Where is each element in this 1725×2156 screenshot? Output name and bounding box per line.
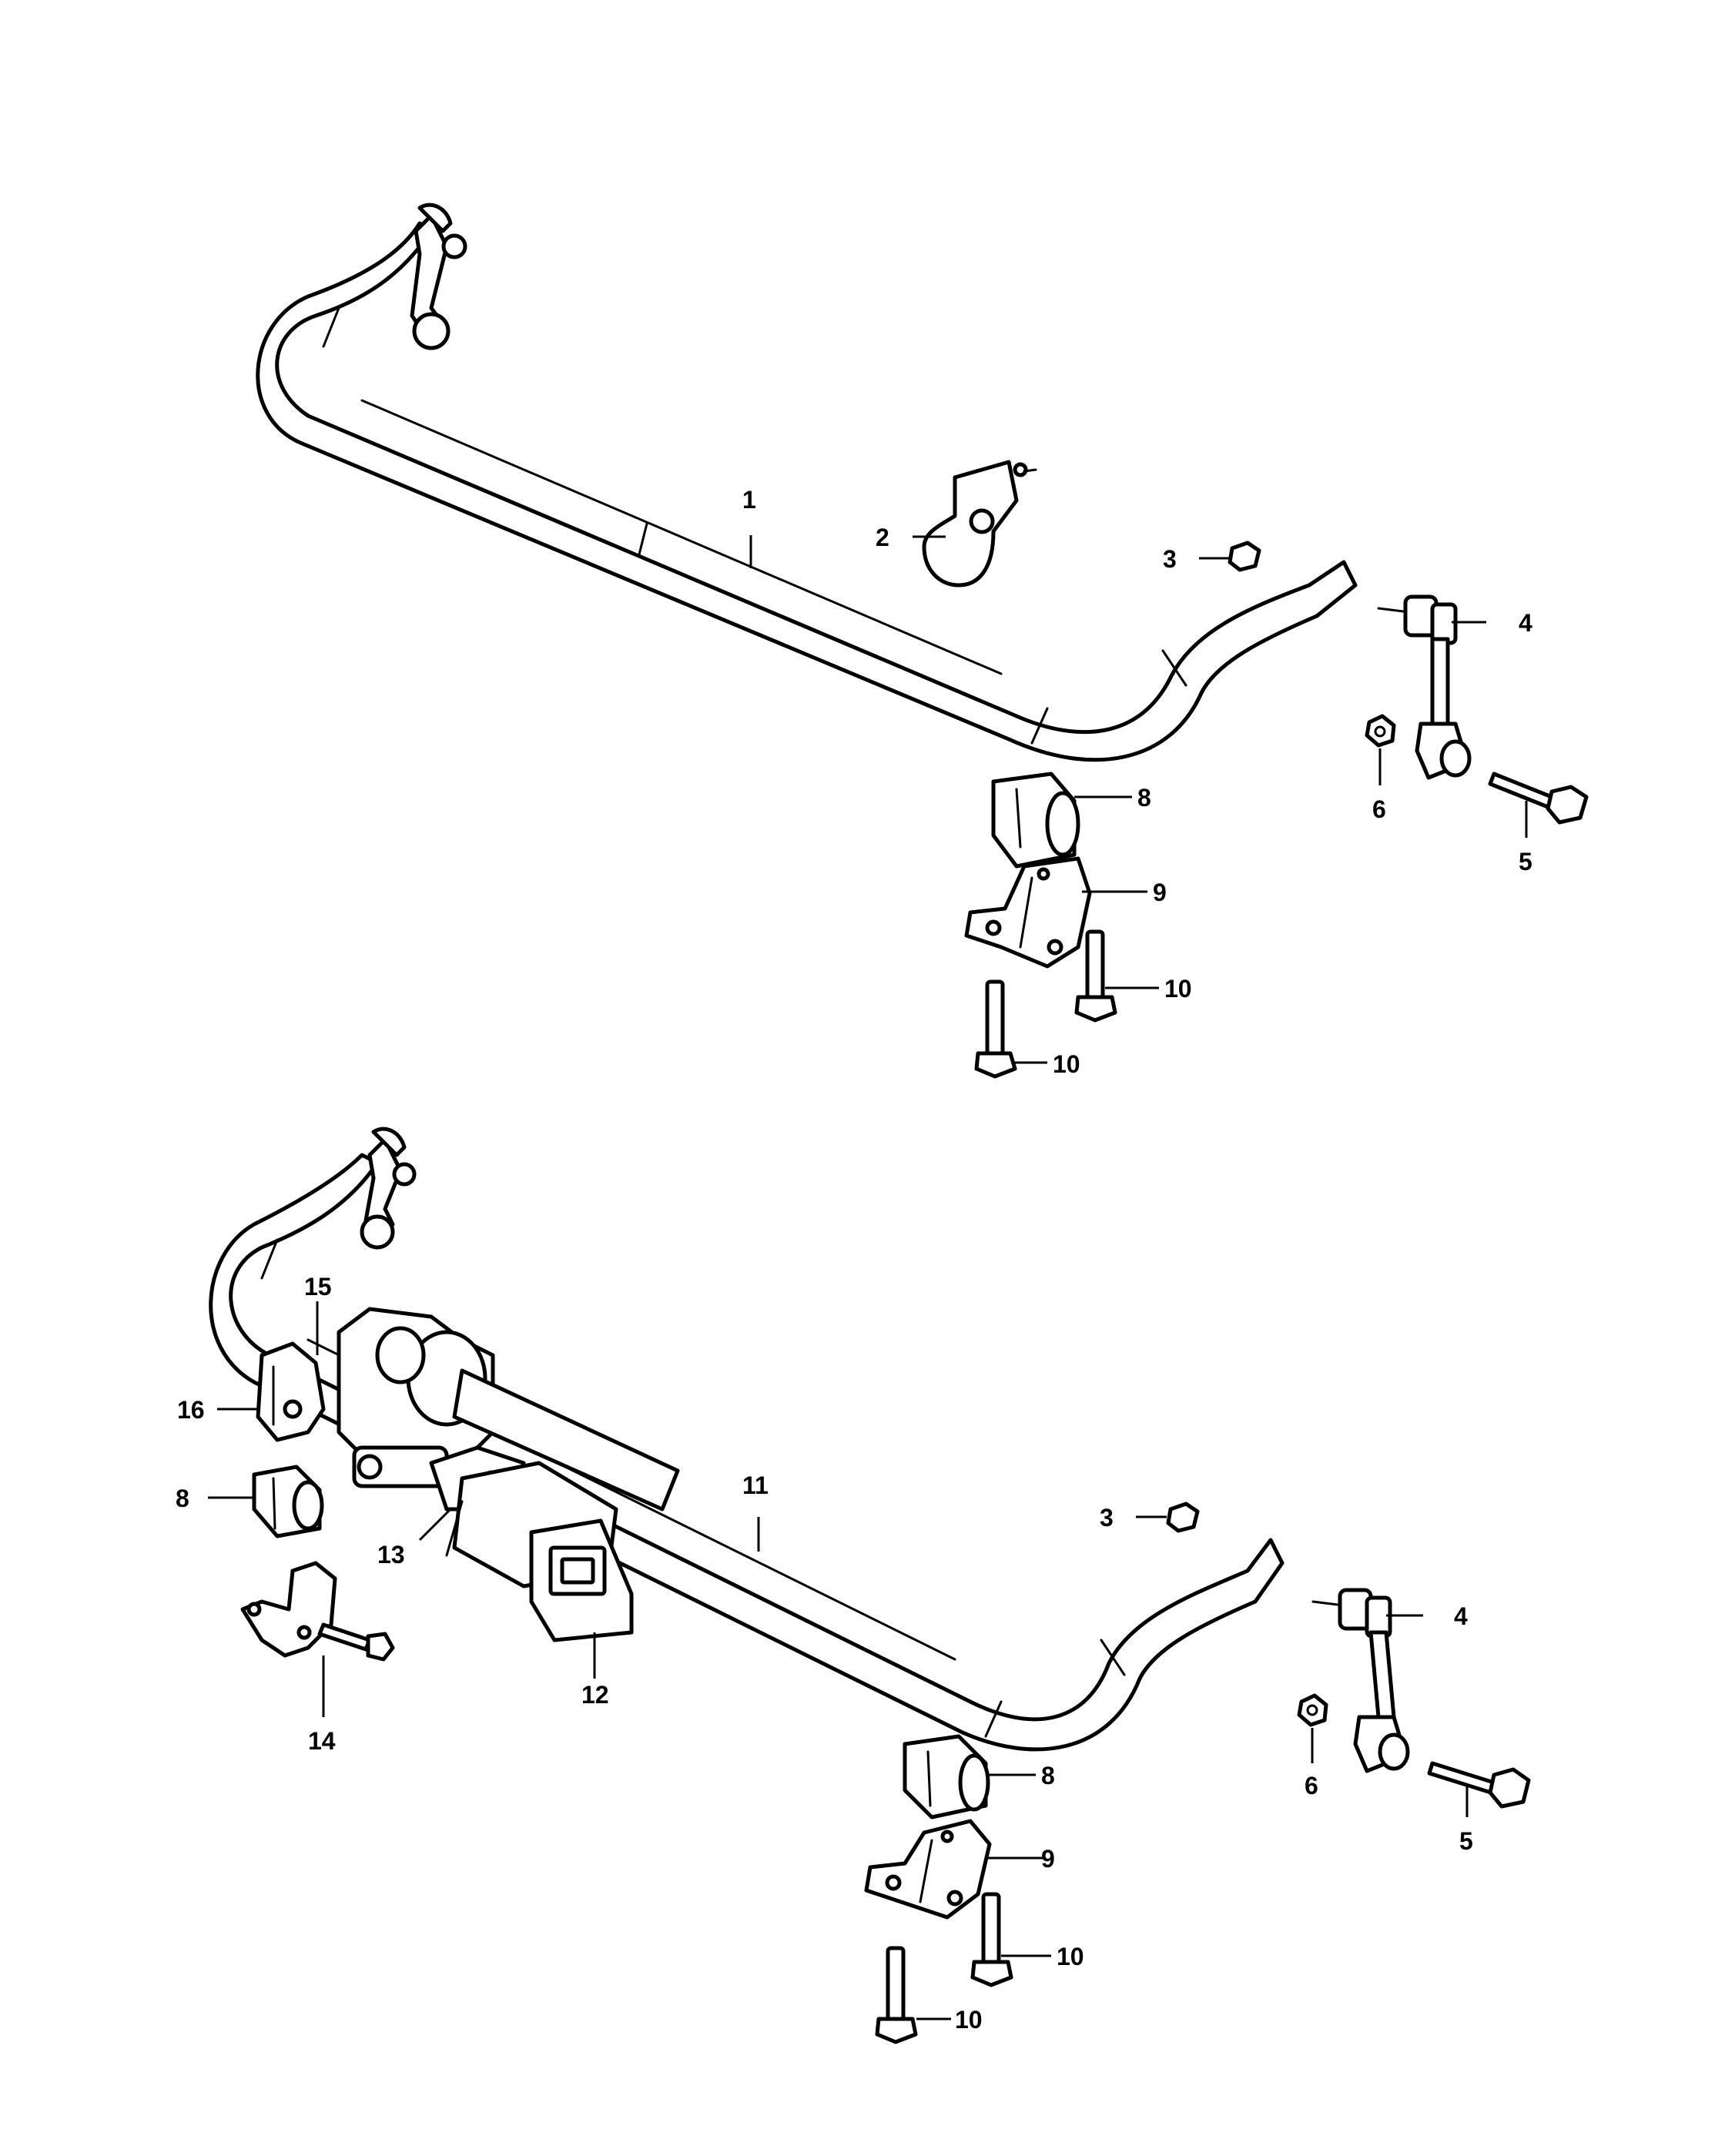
callout-14: 14 (308, 1727, 336, 1755)
bottom-assembly: 11 3 4 5 6 8 8 9 10 10 12 13 14 15 16 (176, 1127, 1531, 2044)
callout-10d: 10 (955, 2006, 983, 2034)
callout-15: 15 (304, 1273, 332, 1301)
bushing-part-8-bottom-left (252, 1465, 324, 1538)
bracket-part-14 (240, 1561, 395, 1662)
bolt-part-10-bottom-b (875, 1946, 918, 2044)
callout-4b: 4 (1454, 1602, 1468, 1630)
bracket-part-9-bottom (864, 1819, 992, 1920)
control-module-part-12 (445, 1461, 634, 1642)
callout-8b: 8 (176, 1485, 189, 1512)
nut-part-6-top (1365, 714, 1396, 748)
callout-5: 5 (1519, 848, 1532, 875)
callout-6: 6 (1372, 795, 1386, 823)
callout-13: 13 (377, 1541, 405, 1568)
callout-10c: 10 (1057, 1943, 1084, 1970)
bolt-part-5-top (1488, 772, 1589, 825)
nut-part-6-bottom (1297, 1693, 1328, 1727)
callout-10b: 10 (1053, 1050, 1080, 1078)
bolt-part-10-bottom-a (970, 1892, 1013, 1987)
callout-3: 3 (1163, 545, 1177, 573)
bracket-part-16 (256, 1341, 326, 1442)
bolt-part-10-top-b (974, 979, 1017, 1079)
callout-8: 8 (1137, 784, 1151, 812)
leader-13 (418, 1508, 452, 1542)
nut-part-3-bottom (1166, 1502, 1200, 1533)
callout-8c: 8 (1041, 1762, 1055, 1789)
end-link-part-4-bottom (1311, 1588, 1410, 1773)
nut-part-3-top (1228, 541, 1261, 572)
bolt-part-10-top-a (1074, 929, 1117, 1023)
callout-11: 11 (742, 1471, 769, 1499)
callout-2: 2 (876, 524, 889, 551)
bushing-part-8-bottom-right (903, 1734, 990, 1820)
clamp-part-2 (922, 460, 1037, 588)
callout-12: 12 (581, 1681, 609, 1709)
callout-4: 4 (1519, 609, 1532, 637)
top-assembly: 1 2 3 4 5 6 8 9 10 10 (256, 203, 1589, 1079)
callout-9: 9 (1153, 879, 1167, 906)
callout-1: 1 (742, 486, 756, 514)
callout-9b: 9 (1041, 1845, 1055, 1873)
bracket-part-9-top (964, 856, 1092, 969)
bushing-part-8-top (991, 772, 1080, 869)
bolt-part-5-bottom (1427, 1761, 1531, 1809)
callout-16: 16 (177, 1396, 205, 1424)
stabilizer-bar-top (256, 203, 1358, 762)
callout-10a: 10 (1164, 975, 1192, 1003)
end-link-part-4-top (1377, 594, 1472, 780)
callout-5b: 5 (1459, 1827, 1473, 1855)
callout-3b: 3 (1100, 1504, 1114, 1532)
callout-6b: 6 (1305, 1772, 1318, 1799)
